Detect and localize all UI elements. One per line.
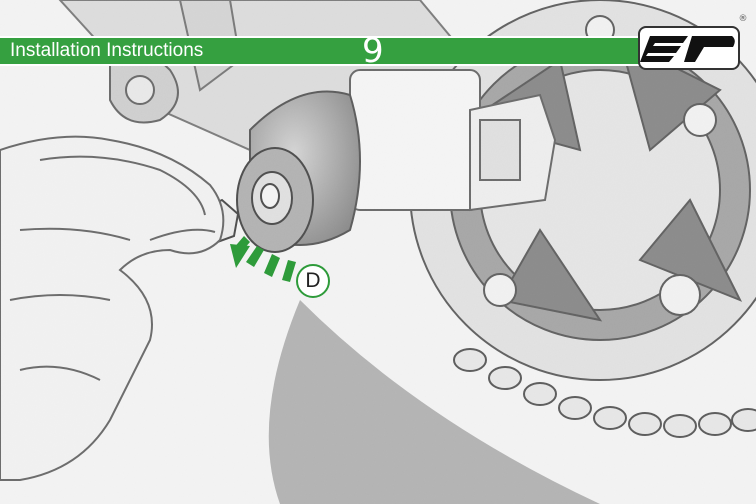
ep-logo-icon: [640, 28, 738, 68]
registered-mark: ®: [737, 13, 749, 25]
step-number: 9: [362, 32, 384, 70]
callout-label-d: D: [296, 264, 330, 298]
header-bar: Installation Instructions 9: [0, 36, 700, 66]
ep-logo: [638, 26, 740, 70]
page-title: Installation Instructions: [10, 38, 203, 64]
